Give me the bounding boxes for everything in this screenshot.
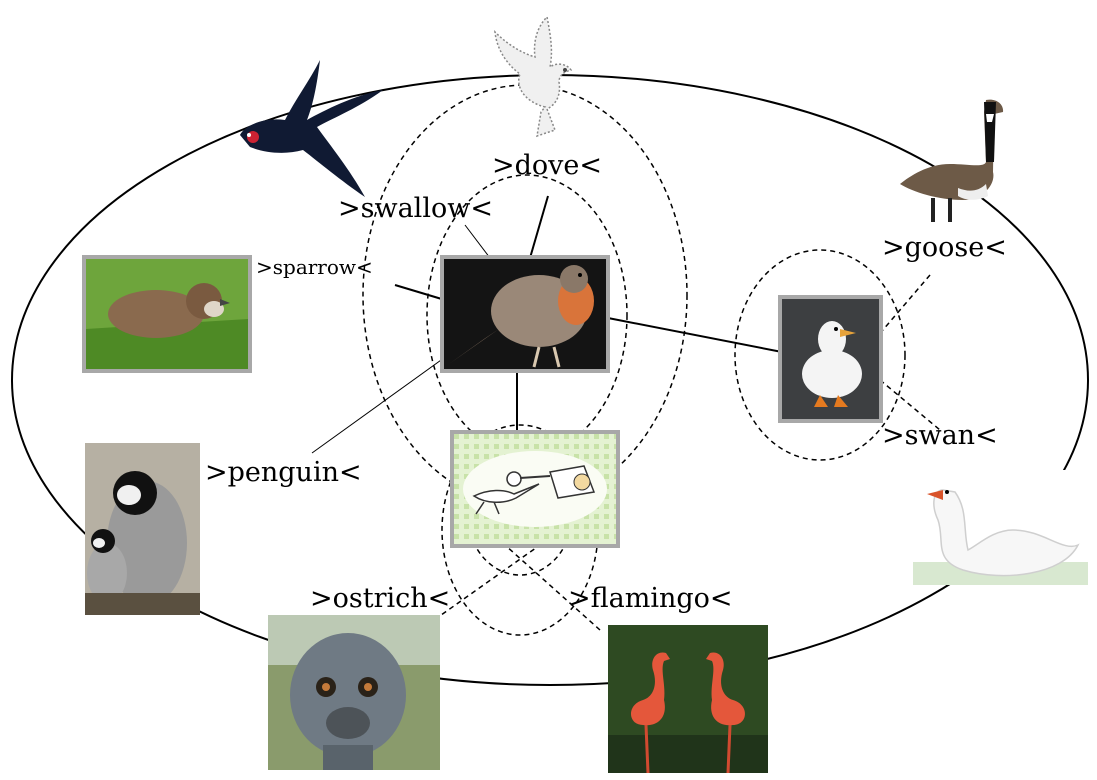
label-penguin: >penguin<	[205, 457, 362, 488]
duck-connector	[608, 318, 782, 352]
penguin-image	[85, 443, 200, 615]
stork-image	[450, 430, 620, 548]
flamingo-image	[608, 625, 768, 773]
label-sparrow: >sparrow<	[256, 255, 373, 279]
sparrow-connector	[395, 285, 445, 300]
label-swan: >swan<	[882, 420, 998, 451]
duck-image	[778, 295, 883, 423]
label-goose: >goose<	[882, 232, 1007, 263]
swan-image	[913, 470, 1088, 585]
label-flamingo: >flamingo<	[568, 583, 733, 614]
ostrich-image	[268, 615, 440, 770]
dove-connector	[530, 196, 548, 258]
robin-image	[440, 255, 610, 373]
swallow-connector	[465, 225, 490, 258]
dove-image	[485, 12, 595, 142]
swallow-image	[225, 55, 385, 200]
label-swallow: >swallow<	[338, 193, 493, 224]
label-dove: >dove<	[492, 150, 602, 181]
goose-image	[888, 92, 1028, 227]
sparrow-image	[82, 255, 252, 373]
label-ostrich: >ostrich<	[310, 583, 450, 614]
penguin-connector	[312, 350, 455, 453]
